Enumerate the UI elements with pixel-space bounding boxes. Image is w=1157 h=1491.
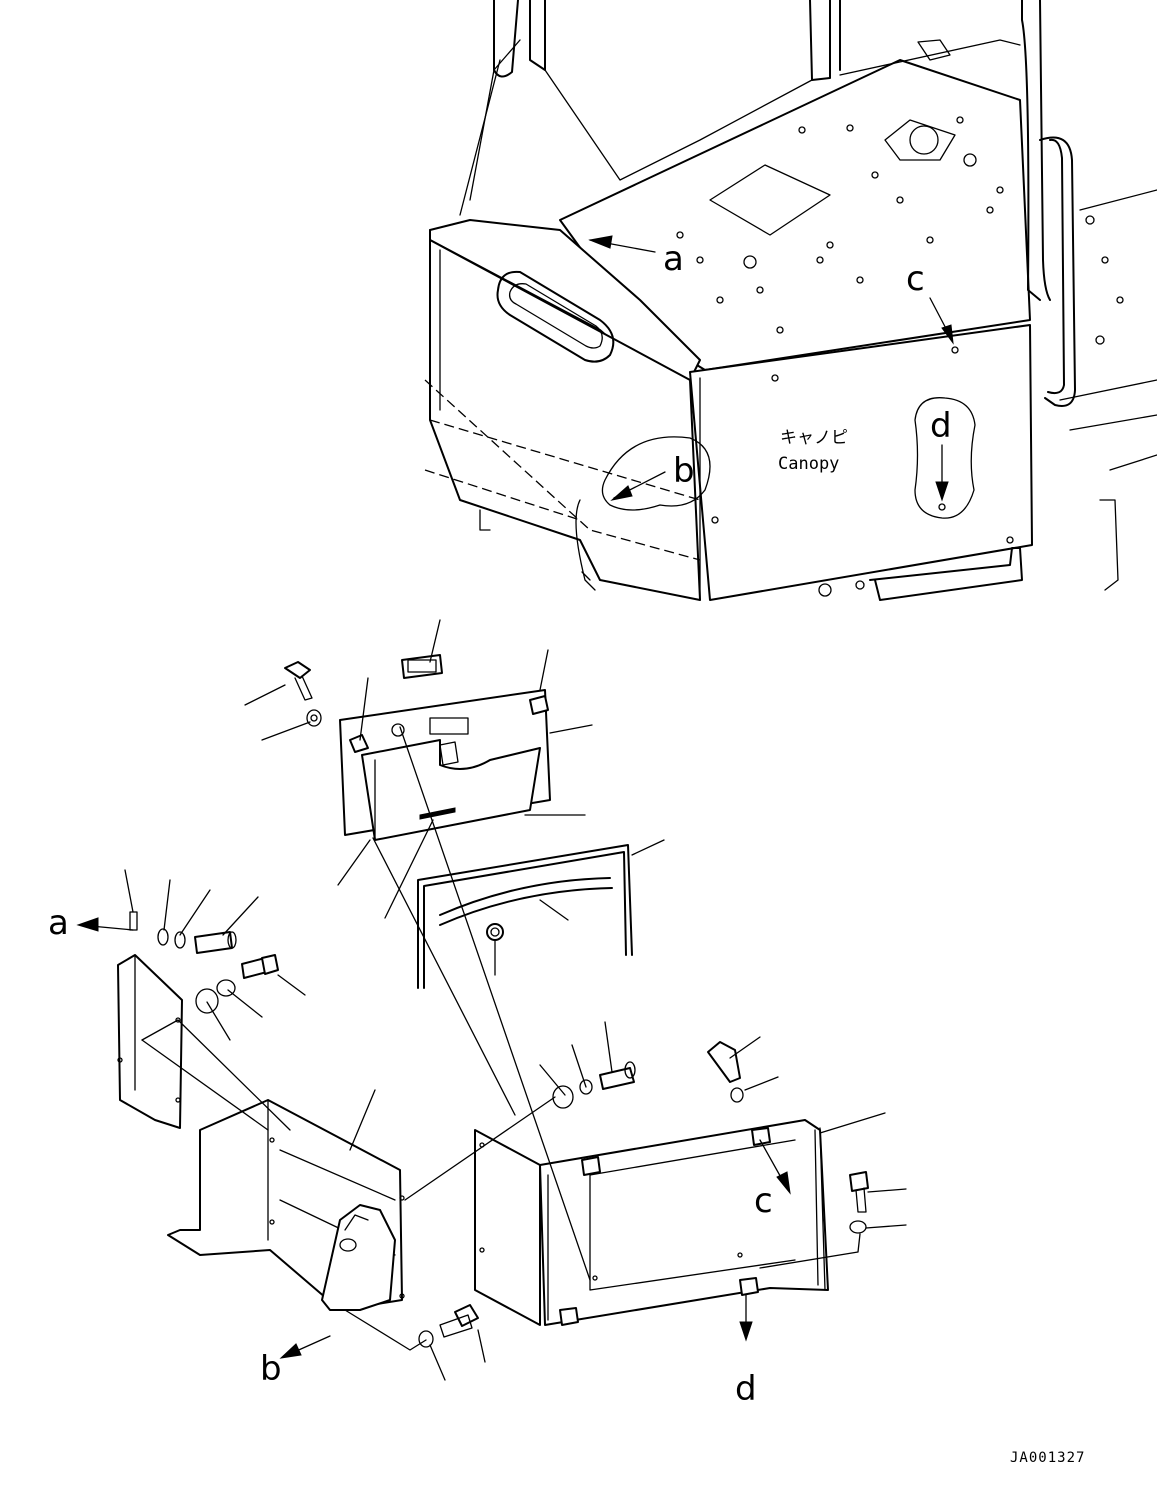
- gasket-frame: [417, 844, 633, 989]
- drawing-number: JA001327: [1010, 1450, 1085, 1466]
- upper-callouts: a b c d: [588, 235, 959, 511]
- callout-a-upper: a: [663, 239, 684, 279]
- deck-holes: [676, 116, 1004, 334]
- part-leader-lines: [124, 619, 907, 1381]
- callout-b-upper: b: [673, 451, 695, 491]
- right-front-cover: [474, 1119, 829, 1326]
- callout-d-lower: d: [735, 1369, 757, 1409]
- callout-d-upper: d: [930, 406, 952, 446]
- callout-c-lower: c: [754, 1181, 773, 1221]
- callout-b-lower: b: [260, 1349, 282, 1389]
- callout-a-lower: a: [48, 903, 69, 943]
- canopy-frame-assembly: [424, 0, 1157, 601]
- canopy-label-english: Canopy: [778, 454, 839, 474]
- hardware-fasteners: [157, 928, 869, 1348]
- upper-cover-panel: [339, 654, 551, 841]
- callout-c-upper: c: [906, 259, 925, 299]
- lower-callouts: a b c d: [48, 903, 791, 1409]
- bolt-upper-left: [284, 661, 322, 727]
- left-side-plate: [117, 911, 183, 1129]
- left-bracket: [167, 1099, 405, 1311]
- canopy-label-japanese: キャノピ: [780, 428, 848, 448]
